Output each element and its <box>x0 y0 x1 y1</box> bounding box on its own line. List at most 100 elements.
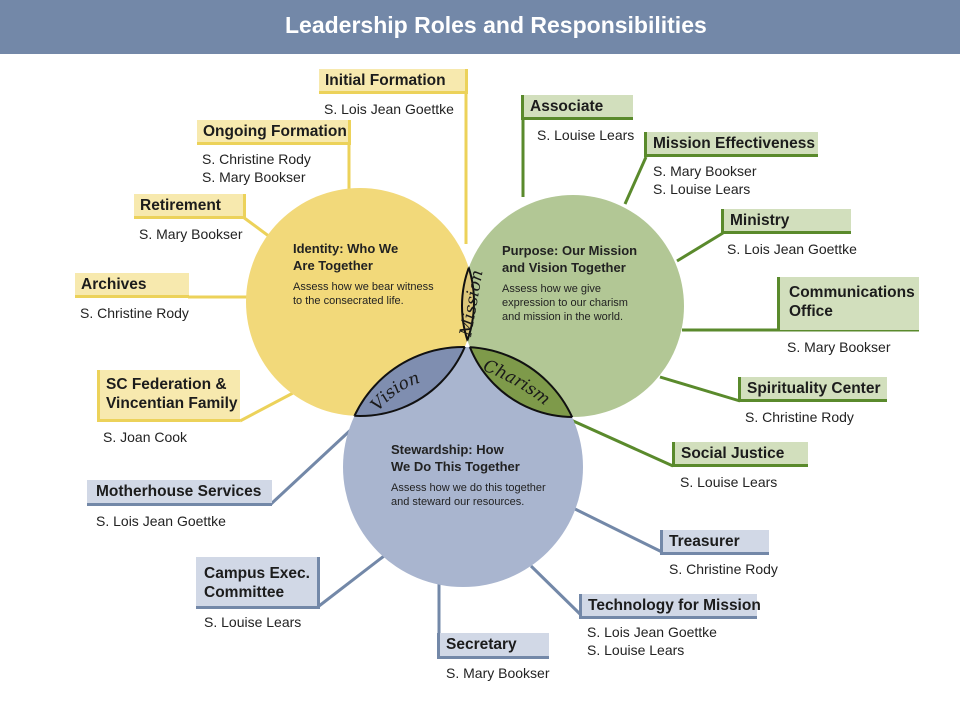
connector-retirement <box>242 215 271 239</box>
identity-text: Identity: Who We Are Together Assess how … <box>293 240 434 308</box>
ministry-title: Ministry <box>730 212 790 229</box>
retirement-title: Retirement <box>140 197 221 214</box>
identity-heading-2: Are Together <box>293 258 373 273</box>
spirituality-center-person-1: S. Christine Rody <box>745 409 854 425</box>
role-mission-effectiveness: Mission Effectiveness <box>644 132 818 157</box>
sc-federation-title-1: SC Federation & <box>106 376 227 393</box>
motherhouse-services-people: S. Lois Jean Goettke <box>96 512 226 530</box>
associate-title: Associate <box>530 98 604 115</box>
connector-treasurer <box>572 506 663 554</box>
sc-federation-person-1: S. Joan Cook <box>103 429 188 445</box>
role-motherhouse-services: Motherhouse Services <box>87 480 272 506</box>
role-secretary: Secretary <box>437 633 549 659</box>
connector-spirituality <box>659 375 741 403</box>
role-treasurer: Treasurer <box>660 530 769 555</box>
ongoing-formation-person-1: S. Christine Rody <box>202 151 311 167</box>
secretary-title: Secretary <box>446 636 517 653</box>
social-justice-people: S. Louise Lears <box>680 473 777 491</box>
associate-person-1: S. Louise Lears <box>537 127 635 143</box>
communications-person-1: S. Mary Bookser <box>787 339 891 355</box>
retirement-person-1: S. Mary Bookser <box>139 226 243 242</box>
campus-exec-person-1: S. Louise Lears <box>204 614 302 630</box>
motherhouse-services-person-1: S. Lois Jean Goettke <box>96 513 226 529</box>
social-justice-person-1: S. Louise Lears <box>680 474 778 490</box>
connector-technology <box>529 564 583 617</box>
purpose-desc-1: Assess how we give <box>502 283 602 295</box>
role-technology: Technology for Mission <box>579 594 761 619</box>
ministry-person-1: S. Lois Jean Goettke <box>727 241 857 257</box>
associate-people: S. Louise Lears <box>537 126 634 144</box>
social-justice-title: Social Justice <box>681 445 785 462</box>
technology-title: Technology for Mission <box>588 597 761 614</box>
technology-person-2: S. Louise Lears <box>587 642 685 658</box>
role-initial-formation: Initial Formation <box>319 69 468 94</box>
identity-desc-1: Assess how we bear witness <box>293 281 434 293</box>
mission-effectiveness-person-2: S. Louise Lears <box>653 181 751 197</box>
ongoing-formation-title: Ongoing Formation <box>203 123 347 140</box>
page-title: Leadership Roles and Responsibilities <box>285 12 707 38</box>
treasurer-person-1: S. Christine Rody <box>669 561 778 577</box>
connector-lines <box>188 94 919 658</box>
initial-formation-person-1: S. Lois Jean Goettke <box>324 101 454 117</box>
technology-person-1: S. Lois Jean Goettke <box>587 624 717 640</box>
stewardship-desc-1: Assess how we do this together <box>391 482 546 494</box>
connector-mission-effectiveness <box>623 156 648 205</box>
communications-title-1: Communications <box>789 284 915 301</box>
ongoing-formation-person-2: S. Mary Bookser <box>202 169 306 185</box>
identity-heading-1: Identity: Who We <box>293 241 399 256</box>
campus-exec-people: S. Louise Lears <box>204 613 301 631</box>
mission-effectiveness-people: S. Mary Bookser S. Louise Lears <box>653 162 756 198</box>
secretary-people: S. Mary Bookser <box>446 664 549 682</box>
archives-person-1: S. Christine Rody <box>80 305 189 321</box>
identity-desc-2: to the consecrated life. <box>293 295 404 307</box>
stewardship-heading-1: Stewardship: How <box>391 442 504 457</box>
role-social-justice: Social Justice <box>672 442 808 467</box>
stewardship-heading-2: We Do This Together <box>391 459 520 474</box>
archives-title: Archives <box>81 276 147 293</box>
role-archives: Archives <box>75 273 189 298</box>
spirituality-center-people: S. Christine Rody <box>745 408 854 426</box>
mission-effectiveness-title: Mission Effectiveness <box>653 135 815 152</box>
spirituality-center-title: Spirituality Center <box>747 380 881 397</box>
role-ministry: Ministry <box>721 209 851 234</box>
role-retirement: Retirement <box>134 194 246 219</box>
ministry-people: S. Lois Jean Goettke <box>727 240 857 258</box>
header-bar: Leadership Roles and Responsibilities <box>0 0 960 54</box>
purpose-desc-2: expression to our charism <box>502 297 628 309</box>
connector-social-justice <box>570 418 674 468</box>
retirement-people: S. Mary Bookser <box>139 225 242 243</box>
role-spirituality-center: Spirituality Center <box>738 377 887 402</box>
secretary-person-1: S. Mary Bookser <box>446 665 550 681</box>
technology-people: S. Lois Jean Goettke S. Louise Lears <box>587 623 717 659</box>
campus-exec-title-2: Committee <box>204 584 285 601</box>
communications-people: S. Mary Bookser <box>787 338 890 356</box>
treasurer-title: Treasurer <box>669 533 740 550</box>
ongoing-formation-people: S. Christine Rody S. Mary Bookser <box>202 150 311 186</box>
motherhouse-services-title: Motherhouse Services <box>96 483 262 500</box>
mission-effectiveness-person-1: S. Mary Bookser <box>653 163 757 179</box>
campus-exec-title-1: Campus Exec. <box>204 565 310 582</box>
communications-title-2: Office <box>789 303 833 320</box>
role-sc-federation: SC Federation & Vincentian Family <box>97 370 240 422</box>
connector-motherhouse <box>269 423 358 506</box>
connector-ministry <box>676 231 724 263</box>
role-campus-exec: Campus Exec. Committee <box>196 557 320 609</box>
archives-people: S. Christine Rody <box>80 304 189 322</box>
stewardship-desc-2: and steward our resources. <box>391 496 525 508</box>
purpose-heading-1: Purpose: Our Mission <box>502 243 638 258</box>
connector-sc-federation <box>239 391 294 423</box>
stewardship-text: Stewardship: How We Do This Together Asse… <box>391 441 546 509</box>
initial-formation-title: Initial Formation <box>325 72 446 89</box>
sc-federation-title-2: Vincentian Family <box>106 395 238 412</box>
connector-campus <box>318 554 385 608</box>
role-ongoing-formation: Ongoing Formation <box>197 120 351 145</box>
purpose-heading-2: and Vision Together <box>502 260 626 275</box>
role-associate: Associate <box>521 95 633 120</box>
sc-federation-people: S. Joan Cook <box>103 428 187 446</box>
initial-formation-people: S. Lois Jean Goettke <box>324 100 454 118</box>
treasurer-people: S. Christine Rody <box>669 560 778 578</box>
purpose-desc-3: and mission in the world. <box>502 311 624 323</box>
